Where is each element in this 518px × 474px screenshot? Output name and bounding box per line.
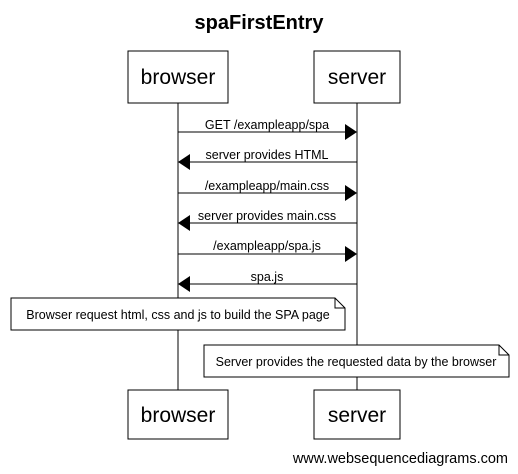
diagram-title: spaFirstEntry: [195, 12, 325, 34]
message-label: server provides HTML: [206, 148, 329, 162]
message-provides-main-css: server provides main.css: [178, 209, 357, 231]
note-server: Server provides the requested data by th…: [203, 344, 510, 378]
participant-label: server: [328, 66, 386, 89]
message-label: spa.js: [251, 270, 284, 284]
arrowhead: [345, 124, 357, 140]
participant-label: browser: [141, 66, 216, 89]
note-browser: Browser request html, css and js to buil…: [10, 297, 346, 331]
message-label: /exampleapp/main.css: [205, 179, 329, 193]
message-get-spa: GET /exampleapp/spa: [178, 118, 357, 140]
participant-browser-top: browser: [127, 50, 229, 104]
arrowhead: [178, 154, 190, 170]
message-label: server provides main.css: [198, 209, 336, 223]
arrowhead: [178, 215, 190, 231]
arrowhead: [178, 276, 190, 292]
note-text: Browser request html, css and js to buil…: [26, 308, 329, 322]
message-spa-js: spa.js: [178, 270, 357, 292]
message-label: GET /exampleapp/spa: [205, 118, 329, 132]
participant-server-top: server: [313, 50, 401, 104]
message-provides-html: server provides HTML: [178, 148, 357, 170]
participant-label: server: [328, 404, 386, 427]
participant-server-bottom: server: [313, 389, 401, 440]
participant-label: browser: [141, 404, 216, 427]
footer-watermark: www.websequencediagrams.com: [292, 451, 508, 467]
arrowhead: [345, 246, 357, 262]
arrowhead: [345, 185, 357, 201]
message-label: /exampleapp/spa.js: [213, 239, 321, 253]
participant-browser-bottom: browser: [127, 389, 229, 440]
message-get-spa-js: /exampleapp/spa.js: [178, 239, 357, 262]
note-text: Server provides the requested data by th…: [216, 355, 497, 369]
message-get-main-css: /exampleapp/main.css: [178, 179, 357, 201]
